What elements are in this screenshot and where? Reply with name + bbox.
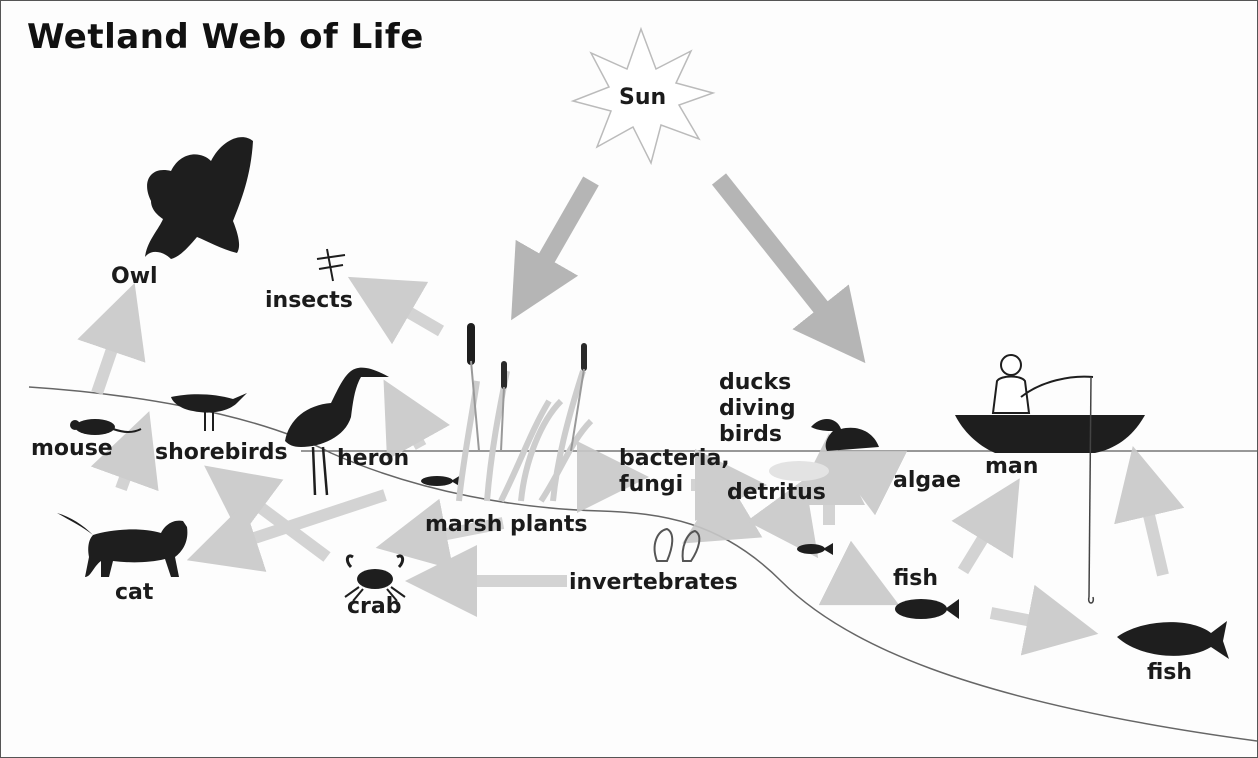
- crab-label: crab: [347, 595, 401, 619]
- owl-icon: [145, 137, 253, 259]
- owl-label: Owl: [111, 265, 158, 289]
- heron-icon: [285, 368, 389, 495]
- fisherman-boat-icon: [955, 355, 1145, 603]
- fungi-label: fungi: [619, 473, 683, 497]
- invertebrates-icon: [655, 529, 700, 561]
- small-fish-icon: [421, 475, 461, 487]
- cat-label: cat: [115, 581, 153, 605]
- flatfish-icon: [895, 599, 959, 619]
- fish-right-label: fish: [1147, 661, 1192, 685]
- diving-label: diving: [719, 397, 796, 421]
- sun-energy-arrows: [529, 179, 843, 335]
- man-label: man: [985, 455, 1038, 479]
- marsh-plants-label: marsh plants: [425, 513, 587, 537]
- dragonfly-icon: [317, 249, 345, 281]
- ducks-label: ducks: [719, 371, 791, 395]
- mouse-icon: [70, 419, 141, 435]
- insects-label: insects: [265, 289, 353, 313]
- invertebrates-label: invertebrates: [569, 571, 738, 595]
- sun-label: Sun: [619, 85, 666, 110]
- birds-label: birds: [719, 423, 782, 447]
- large-fish-icon: [1117, 621, 1229, 659]
- mouse-label: mouse: [31, 437, 113, 461]
- detritus-blob: [769, 461, 829, 481]
- detritus-label: detritus: [727, 481, 826, 505]
- marsh-plants-icon: [459, 323, 591, 501]
- small-fish-mid-icon: [797, 543, 833, 555]
- duck-icon: [811, 419, 879, 451]
- bacteria-label: bacteria,: [619, 447, 730, 471]
- shorebird-icon: [171, 393, 247, 431]
- shorebirds-label: shorebirds: [155, 441, 288, 465]
- heron-label: heron: [337, 447, 409, 471]
- algae-label: algae: [893, 469, 961, 493]
- fish-mid-label: fish: [893, 567, 938, 591]
- cat-icon: [57, 513, 187, 577]
